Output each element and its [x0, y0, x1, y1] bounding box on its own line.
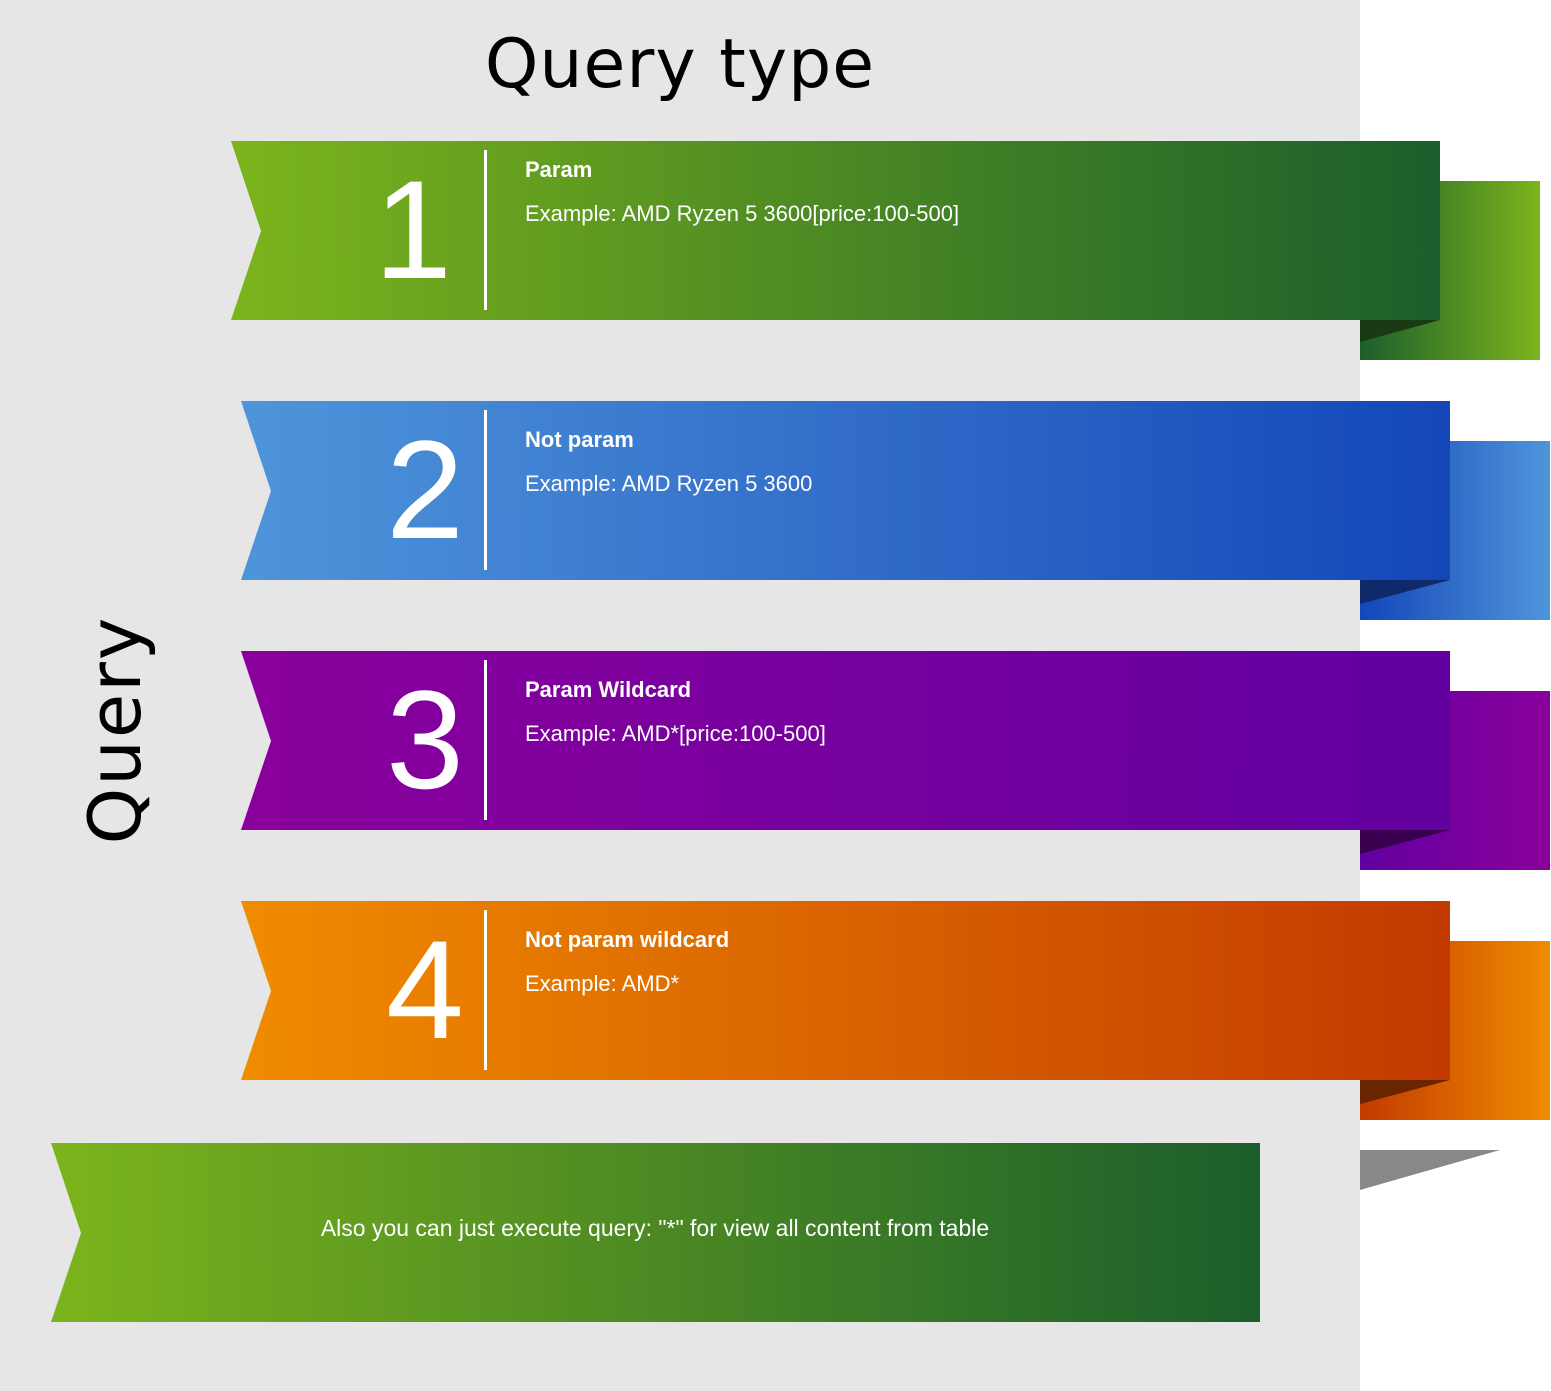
- item-2-title: Not param: [525, 427, 634, 452]
- ribbon-4-fold: [1360, 1080, 1450, 1104]
- item-4-number: 4: [386, 911, 464, 1068]
- item-4-example: Example: AMD*: [525, 971, 680, 996]
- item-2-number: 2: [386, 411, 464, 568]
- ribbon-1-fold: [1360, 320, 1440, 342]
- item-1-number: 1: [374, 151, 452, 308]
- ribbon-3-band: [241, 651, 1450, 830]
- item-4-title: Not param wildcard: [525, 927, 730, 952]
- note-ribbon-band: [51, 1143, 1260, 1322]
- item-3-divider: [484, 660, 487, 820]
- item-1-example: Example: AMD Ryzen 5 3600[price:100-500]: [525, 201, 960, 226]
- side-label: Query: [73, 615, 157, 845]
- item-4-divider: [484, 910, 487, 1070]
- page-title: Query type: [484, 25, 876, 104]
- ribbon-1-band: [231, 141, 1440, 320]
- ribbon-3-fold: [1360, 830, 1450, 854]
- note-text: Also you can just execute query: "*" for…: [320, 1215, 990, 1241]
- ribbon-2-band: [241, 401, 1450, 580]
- gray-fold-triangle: [1360, 1150, 1500, 1190]
- item-2-example: Example: AMD Ryzen 5 3600: [525, 471, 813, 496]
- ribbon-4-band: [241, 901, 1450, 1080]
- item-3-example: Example: AMD*[price:100-500]: [525, 721, 826, 746]
- item-2-divider: [484, 410, 487, 570]
- item-1-divider: [484, 150, 487, 310]
- item-3-title: Param Wildcard: [525, 677, 692, 702]
- item-1-title: Param: [525, 157, 593, 182]
- ribbon-2-fold: [1360, 580, 1450, 604]
- item-3-number: 3: [386, 661, 464, 818]
